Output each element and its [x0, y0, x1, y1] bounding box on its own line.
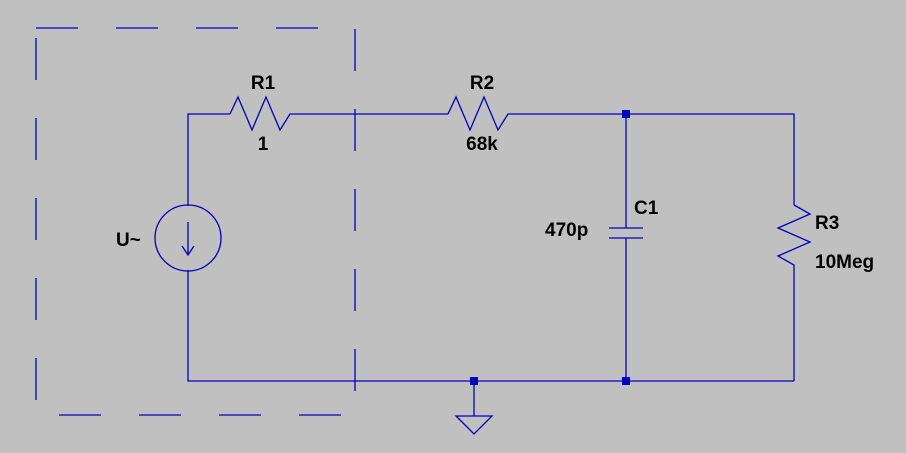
resistor-r2[interactable]: [447, 95, 516, 132]
r1-value-label: 1: [258, 134, 269, 155]
resistor-r3[interactable]: [776, 204, 812, 272]
r3-name-label: R3: [815, 213, 839, 234]
junction-dot: [470, 377, 478, 385]
ground-icon[interactable]: [454, 415, 494, 435]
junction-dot: [622, 110, 630, 118]
r1-name-label: R1: [251, 73, 276, 94]
capacitor-c1[interactable]: [609, 227, 643, 239]
wire-bottom-rail[interactable]: [187, 270, 794, 382]
source-circle-icon: [154, 204, 222, 272]
source-enclosure-box: [35, 27, 356, 416]
wires: [187, 113, 795, 416]
r2-value-label: 68k: [466, 134, 498, 155]
source-label: U~: [116, 230, 141, 251]
resistor-r1[interactable]: [229, 95, 298, 132]
r3-value-label: 10Meg: [815, 252, 874, 273]
voltage-source[interactable]: [154, 204, 222, 272]
c1-name-label: C1: [634, 198, 659, 219]
c1-value-label: 470p: [545, 220, 588, 241]
wire-r2-node[interactable]: [516, 113, 795, 205]
wire-source-top[interactable]: [187, 113, 230, 206]
r2-name-label: R2: [470, 73, 494, 94]
junction-dot: [622, 377, 630, 385]
source-arrow-icon: [181, 222, 195, 257]
